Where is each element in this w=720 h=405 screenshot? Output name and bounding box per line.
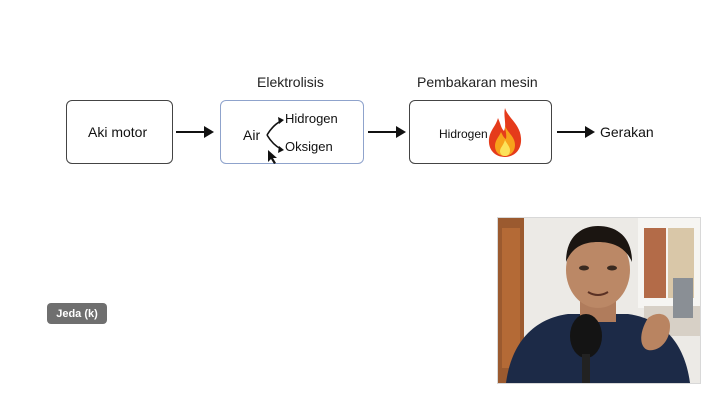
stage-label-combustion: Pembakaran mesin bbox=[417, 74, 538, 90]
electrolysis-box: Air Hidrogen Oksigen bbox=[220, 100, 364, 164]
stage-label-electrolysis: Elektrolisis bbox=[257, 74, 324, 90]
presenter-video bbox=[498, 218, 700, 383]
mouse-cursor-icon bbox=[268, 150, 277, 164]
motion-output-label: Gerakan bbox=[600, 124, 654, 140]
engine-box: Hidrogen bbox=[409, 100, 552, 164]
split-arrows-icon bbox=[266, 117, 284, 153]
battery-label: Aki motor bbox=[88, 124, 148, 140]
fire-icon bbox=[488, 108, 522, 157]
flow-arrow-3 bbox=[557, 126, 595, 138]
flow-arrow-2 bbox=[368, 126, 406, 138]
oxygen-label: Oksigen bbox=[285, 139, 333, 154]
hydrogen-label: Hidrogen bbox=[285, 111, 338, 126]
presenter-webcam bbox=[497, 217, 701, 384]
flow-arrow-1 bbox=[176, 126, 214, 138]
pause-button[interactable]: Jeda (k) bbox=[47, 303, 107, 324]
battery-box: Aki motor bbox=[66, 100, 173, 164]
fuel-label: Hidrogen bbox=[439, 127, 488, 141]
water-label: Air bbox=[243, 127, 261, 143]
